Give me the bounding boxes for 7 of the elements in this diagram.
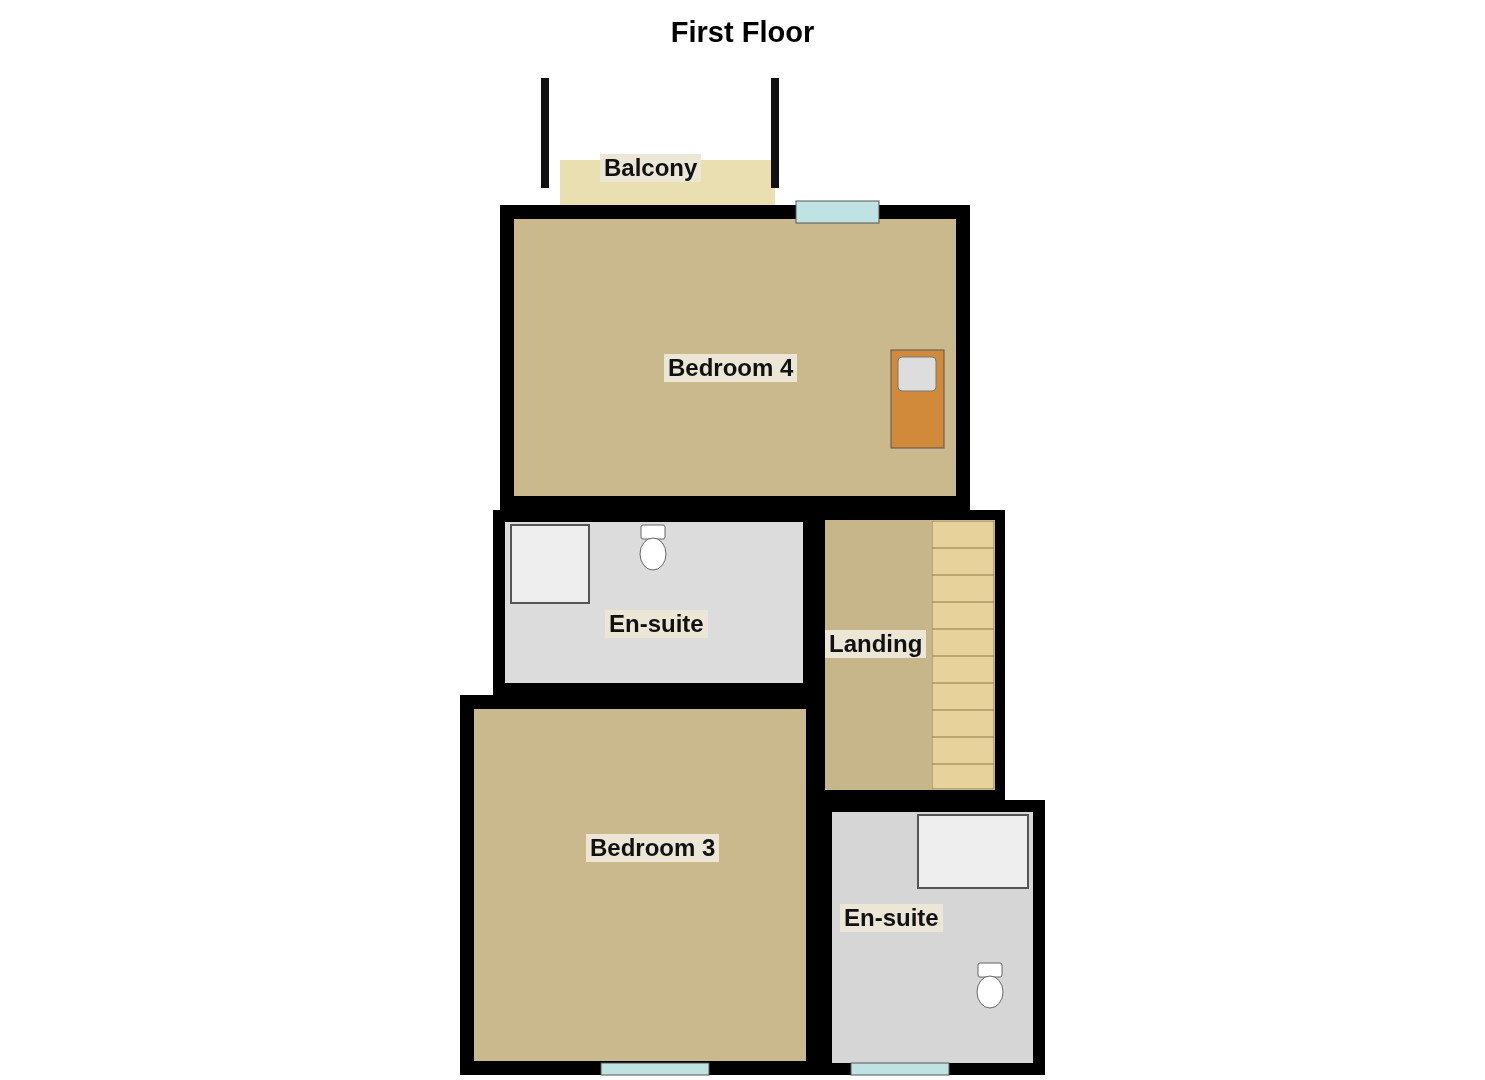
room-label: En-suite <box>840 904 943 932</box>
room-label: Landing <box>825 630 927 658</box>
room-label: Bedroom 4 <box>664 354 798 382</box>
room-label: Bedroom 3 <box>586 834 720 862</box>
plan-title: First Floor <box>669 16 816 49</box>
room-label: Balcony <box>600 154 702 182</box>
room-label: En-suite <box>605 610 708 638</box>
